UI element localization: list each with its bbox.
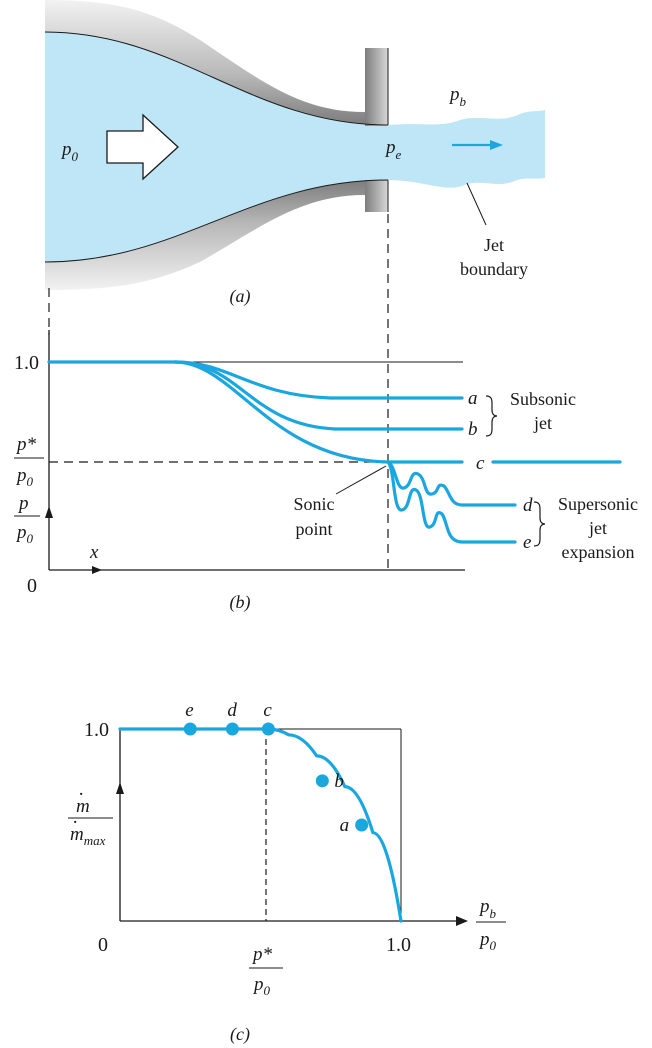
- point-label-e: e: [185, 700, 193, 721]
- panel-c-mass-flow: e d c b a 1.0 0 1.0 m · mmax · pb p0 p* p0 (…: [68, 700, 506, 1045]
- label-curve-e: e: [523, 532, 531, 553]
- point-a: [355, 818, 369, 832]
- label-subsonic-jet: jet: [533, 413, 552, 433]
- caption-a: (a): [230, 286, 251, 307]
- panel-c-pb-ratio: pb p0: [476, 896, 506, 953]
- svg-text:p0: p0: [15, 522, 34, 546]
- panel-c-pstar-ratio: p* p0: [249, 944, 283, 998]
- panel-b-x-label: x: [89, 542, 99, 563]
- exit-flange-lower: [365, 180, 388, 212]
- panel-c-y-one: 1.0: [84, 719, 109, 741]
- label-curve-a: a: [468, 388, 478, 409]
- point-label-b: b: [334, 771, 344, 792]
- label-sonic: Sonic: [293, 494, 334, 514]
- jet-boundary-leader: [466, 182, 487, 226]
- panel-b-y-one: 1.0: [14, 352, 39, 374]
- point-e: [183, 722, 197, 736]
- point-b: [315, 774, 329, 788]
- svg-text:·: ·: [72, 812, 78, 833]
- label-boundary: boundary: [460, 259, 528, 279]
- curve-c: [173, 360, 464, 464]
- label-curve-d: d: [523, 495, 533, 516]
- point-d: [225, 722, 239, 736]
- label-subsonic: Subsonic: [510, 389, 576, 409]
- panel-c-mdot-ratio: m · mmax ·: [68, 784, 113, 848]
- label-pe: pe: [384, 137, 402, 162]
- label-p0: p0: [60, 139, 79, 164]
- svg-text:p0: p0: [15, 465, 34, 489]
- label-jet: Jet: [484, 235, 504, 255]
- caption-c: (c): [230, 1024, 250, 1045]
- curve-b: [173, 360, 464, 431]
- exit-flange-upper: [365, 48, 388, 126]
- curve-e: [386, 460, 517, 544]
- svg-text:p0: p0: [252, 974, 271, 998]
- label-supersonic-jet: jet: [588, 518, 607, 538]
- point-label-d: d: [227, 700, 237, 721]
- svg-text:·: ·: [78, 784, 84, 805]
- caption-b: (b): [230, 592, 251, 613]
- svg-text:pb: pb: [478, 896, 497, 921]
- label-supersonic: Supersonic: [558, 494, 638, 514]
- panel-b-pressure: a b c d e Subsonic jet Sonic point Super…: [14, 330, 638, 613]
- nozzle-fluid: [45, 32, 388, 262]
- inlet-flow-arrow: [106, 113, 179, 181]
- panel-c-origin: 0: [98, 934, 108, 956]
- label-pb: pb: [448, 84, 467, 109]
- panel-b-pstar-ratio: p* p0: [14, 434, 44, 489]
- panel-a-nozzle: p0 pe pb Jet boundary (a): [44, 0, 545, 307]
- curve-a: [47, 360, 464, 400]
- svg-text:p*: p*: [251, 944, 273, 965]
- label-expansion: expansion: [562, 542, 635, 562]
- point-c: [261, 722, 275, 736]
- svg-text:m: m: [76, 796, 90, 817]
- panel-c-x-one: 1.0: [386, 934, 411, 956]
- panel-b-p-ratio: p p0: [14, 493, 40, 546]
- curve-d: [386, 460, 517, 507]
- subsonic-brace: [485, 395, 498, 437]
- sonic-point-leader: [335, 465, 387, 495]
- label-curve-b: b: [468, 419, 478, 440]
- svg-text:p0: p0: [478, 929, 497, 953]
- point-label-a: a: [340, 815, 350, 836]
- mass-flow-points: e d c b a: [183, 700, 369, 836]
- label-point: point: [295, 519, 332, 539]
- label-curve-c: c: [476, 453, 485, 474]
- supersonic-brace: [533, 501, 546, 547]
- svg-text:p: p: [17, 493, 29, 514]
- exit-jet: [388, 110, 545, 188]
- svg-text:mmax: mmax: [70, 824, 106, 848]
- point-label-c: c: [263, 700, 272, 721]
- nozzle-lower-wall: [45, 180, 365, 290]
- svg-text:p*: p*: [15, 434, 37, 455]
- panel-b-origin: 0: [27, 575, 37, 597]
- nozzle-upper-wall: [45, 0, 365, 125]
